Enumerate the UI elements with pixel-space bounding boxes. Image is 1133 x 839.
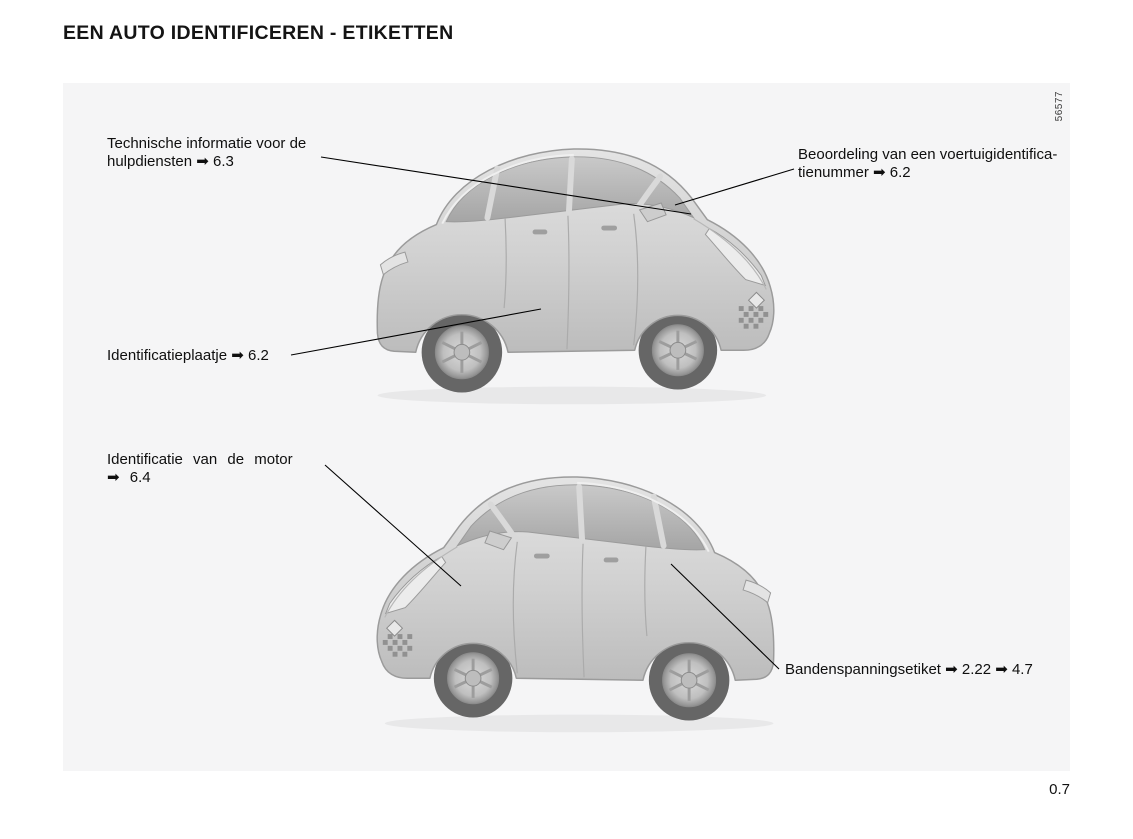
figure-id: 56577: [1054, 91, 1065, 122]
callout-tyre-pressure: Bandenspanningsetiket ➡ 2.22 ➡ 4.7: [785, 661, 1033, 678]
page-title: EEN AUTO IDENTIFICEREN - ETIKETTEN: [63, 22, 454, 44]
callout-vin: Beoordeling van een voertuigidentifica- …: [798, 146, 1058, 181]
callout-engine-id: Identificatie van de motor ➡ 6.4: [107, 451, 293, 486]
car-svg-bottom: [371, 427, 803, 743]
car-illustration-top: [348, 99, 780, 415]
callout-emergency-info: Technische informatie voor de hulpdienst…: [107, 135, 307, 170]
car-illustration-bottom: [371, 427, 803, 743]
figure-panel: 56577: [63, 83, 1070, 771]
callout-id-plate: Identificatieplaatje ➡ 6.2: [107, 347, 269, 364]
page-number: 0.7: [1049, 781, 1070, 798]
car-svg-top: [348, 99, 780, 415]
